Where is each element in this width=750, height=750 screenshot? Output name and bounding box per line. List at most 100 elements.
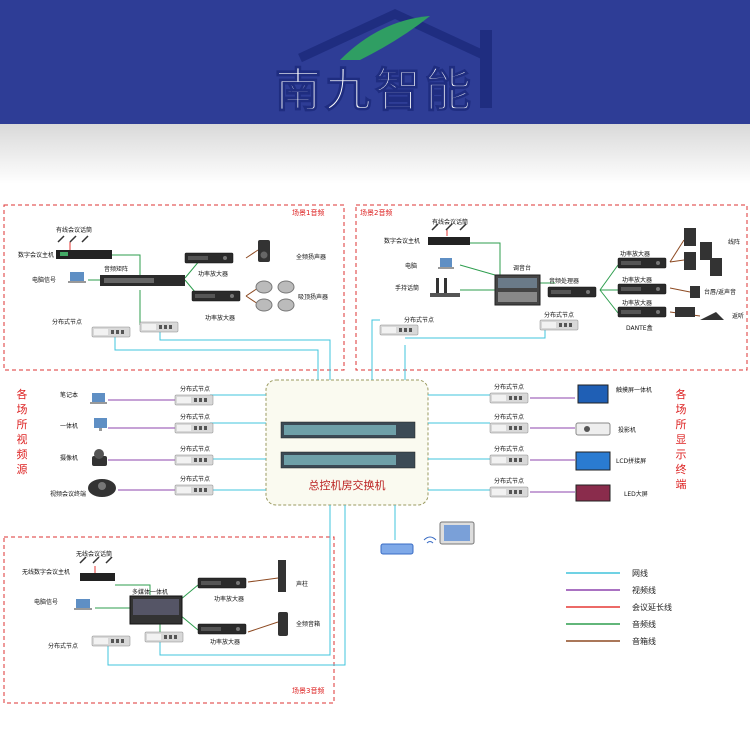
brand-logo: 南九智能 [274, 9, 492, 118]
scene3-amp-2 [197, 623, 247, 635]
display-projector-label: 投影机 [618, 426, 636, 434]
legend-label: 视频线 [632, 585, 656, 595]
scene1-amp2-label: 功率放大器 [205, 314, 235, 322]
scene3-node-label: 分布式节点 [48, 642, 78, 650]
scene2-dante-label: DANTE盒 [626, 324, 653, 332]
core-switch-label: 总控机房交换机 [309, 478, 386, 492]
scene1-amp-1 [184, 252, 234, 264]
stage-speakers [690, 286, 700, 298]
all-in-one-pc-icon [94, 418, 107, 431]
scene3-mic-label: 无线会议话筒 [76, 550, 112, 558]
conference-host [56, 250, 112, 259]
source-node-4-label: 分布式节点 [180, 475, 210, 483]
scene3-node-2 [144, 631, 184, 643]
right-side-label: 各场所显示终端 [676, 387, 687, 491]
source-node-2 [174, 422, 214, 434]
source-node-3 [174, 454, 214, 466]
scene1-host-label: 数字会议主机 [18, 251, 54, 259]
scene2-amp-2 [617, 283, 667, 295]
video-lines [108, 397, 575, 493]
source-notebook-label: 笔记本 [60, 391, 78, 399]
legend-label: 网线 [632, 568, 648, 578]
scene1-node-1 [91, 326, 131, 338]
display-node-4 [489, 486, 529, 498]
scene2-mic-icons [431, 223, 467, 231]
scene2-devices: 有线会议话筒 数字会议主机 电脑 手持话筒 调音台 音频处理器 功率放大器 功率… [379, 218, 744, 336]
scene2-pc-label: 电脑 [405, 262, 417, 270]
scene2-node-2 [539, 319, 579, 331]
wired-mic-icons [57, 235, 89, 243]
source-vc-label: 视频会议终端 [50, 490, 86, 498]
scene2-linearray-label: 线阵 [728, 238, 740, 246]
source-node-1-label: 分布式节点 [180, 385, 210, 393]
video-sources: 笔记本 一体机 摄像机 视频会议终端 分布式节点 分布式节点 分布式节点 分布式… [50, 385, 214, 498]
lcd-wall-icon [575, 451, 611, 471]
video-conf-terminal-icon [88, 479, 116, 497]
scene1-frame [3, 204, 345, 371]
core-switch-frame [265, 379, 429, 506]
display-node-2 [489, 422, 529, 434]
legend-label: 会议延长线 [632, 602, 672, 612]
display-node-1-label: 分布式节点 [494, 383, 524, 391]
monitor-speaker [700, 312, 724, 320]
handheld-mic-icon [430, 278, 460, 297]
notebook-icon [90, 393, 107, 404]
wireless-ap [380, 543, 414, 555]
legend-label: 音频线 [632, 619, 656, 629]
scene3-host [80, 573, 115, 581]
header-fade [0, 124, 750, 184]
scene2-amp1-label: 功率放大器 [620, 250, 650, 258]
scene2-amp-1 [617, 257, 667, 269]
core-switch-1 [280, 421, 416, 439]
conference-lines [69, 230, 448, 573]
line-array-speakers [684, 228, 722, 276]
laptop-icon [68, 272, 86, 283]
source-node-3-label: 分布式节点 [180, 445, 210, 453]
scene1-amp-2 [191, 290, 241, 302]
scene1-node-2 [139, 321, 179, 333]
scene1-amp-label: 功率放大器 [198, 270, 228, 278]
scene1-pc-label: 电脑信号 [32, 276, 56, 284]
scene1-fullrange-label: 全频扬声器 [296, 253, 326, 261]
scene2-host-label: 数字会议主机 [384, 237, 420, 245]
scene1-mic-label: 有线会议话筒 [56, 226, 92, 234]
scene3-wireless-mic-icons [79, 556, 113, 564]
scene3-fullrange-speaker [278, 612, 288, 636]
fullrange-speaker [258, 240, 270, 262]
multimedia-aio [129, 595, 183, 625]
left-side-label: 各场所视频源 [17, 387, 28, 476]
scene3-pc-label: 电脑信号 [34, 598, 58, 606]
source-node-2-label: 分布式节点 [180, 413, 210, 421]
display-led-label: LED大屏 [624, 490, 648, 498]
camera-icon [92, 449, 107, 466]
scene3-amp2-label: 功率放大器 [210, 638, 240, 646]
scene2-frame [355, 204, 748, 371]
display-node-4-label: 分布式节点 [494, 477, 524, 485]
dante-box [675, 307, 695, 317]
scene3-pc-icon [74, 599, 92, 610]
audio-processor [547, 286, 597, 298]
scene2-mixer-label: 调音台 [513, 264, 531, 272]
mixer [494, 274, 541, 306]
scene2-amp3-label: 功率放大器 [622, 299, 652, 307]
scene3-fullrange-label: 全频音箱 [296, 620, 320, 628]
source-node-1 [174, 394, 214, 406]
scene1-title: 场景1音频 [292, 208, 324, 217]
brand-title: 南九智能 [275, 63, 475, 117]
display-lcd-label: LCD拼接屏 [616, 457, 646, 465]
ceiling-speakers [255, 280, 295, 312]
scene2-title: 场景2音频 [360, 208, 392, 217]
scene1-node-label: 分布式节点 [52, 318, 82, 326]
led-screen-icon [575, 484, 611, 502]
scene3-aio-label: 多媒体一体机 [132, 588, 168, 596]
scene1-matrix-label: 音频矩阵 [104, 265, 128, 273]
touch-screen-icon [577, 384, 609, 404]
display-node-2-label: 分布式节点 [494, 413, 524, 421]
scene2-amp-3 [617, 306, 667, 318]
display-touch-label: 触摸屏一体机 [616, 386, 652, 394]
network-lines [107, 319, 546, 666]
scene3-column-label: 声柱 [296, 580, 308, 588]
scene3-amp1-label: 功率放大器 [214, 595, 244, 603]
scene2-processor-label: 音频处理器 [549, 277, 579, 285]
